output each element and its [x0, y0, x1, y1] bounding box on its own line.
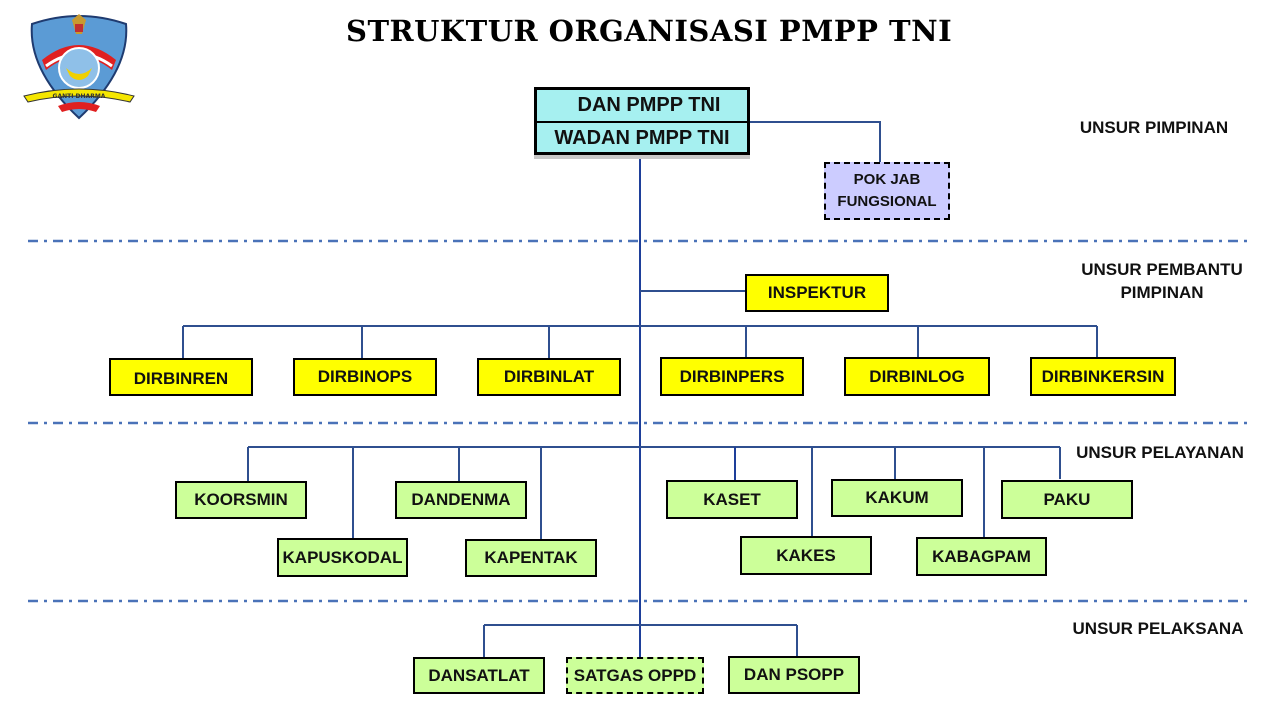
level-label-pelaksana: UNSUR PELAKSANA: [1072, 619, 1244, 638]
functional-connector: [750, 121, 881, 163]
level-dividers: [28, 239, 1248, 603]
executor-box-satgas-oppd[interactable]: SATGAS OPPD: [566, 657, 704, 694]
directorate-box-dirbinkersin[interactable]: DIRBINKERSIN: [1030, 357, 1176, 396]
service-box-kaset[interactable]: KASET: [666, 480, 798, 519]
service-box-dandenma[interactable]: DANDENMA: [395, 481, 527, 519]
service-box-paku[interactable]: PAKU: [1001, 480, 1133, 519]
level-label-pembantu-line2: PIMPINAN: [1120, 283, 1204, 302]
commander-label: DAN PMPP TNI: [537, 90, 747, 123]
service-box-kabagpam[interactable]: KABAGPAM: [916, 537, 1047, 576]
service-box-kapuskodal[interactable]: KAPUSKODAL: [277, 538, 408, 577]
pmpp-logo: GANTI DHARMA: [22, 10, 136, 122]
functional-line2: FUNGSIONAL: [837, 193, 937, 210]
service-box-kakum[interactable]: KAKUM: [831, 479, 963, 517]
inspector-box[interactable]: INSPEKTUR: [745, 274, 889, 312]
executor-box-dansatlat[interactable]: DANSATLAT: [413, 657, 545, 694]
service-box-kakes[interactable]: KAKES: [740, 536, 872, 575]
functional-line1: POK JAB: [853, 171, 921, 188]
level-label-pimpinan: UNSUR PIMPINAN: [1079, 118, 1229, 137]
deputy-commander-label: WADAN PMPP TNI: [554, 127, 730, 149]
directorate-box-dirbinlog[interactable]: DIRBINLOG: [844, 357, 990, 396]
logo-ribbon-text: GANTI DHARMA: [53, 93, 106, 100]
directorate-box-dirbinpers[interactable]: DIRBINPERS: [660, 357, 804, 396]
level-label-pembantu: UNSUR PEMBANTU PIMPINAN: [1068, 258, 1256, 304]
executor-box-dan-psopp[interactable]: DAN PSOPP: [728, 656, 860, 694]
directorate-box-dirbinops[interactable]: DIRBINOPS: [293, 358, 437, 396]
level-label-pembantu-line1: UNSUR PEMBANTU: [1081, 260, 1243, 279]
level-label-pelayanan: UNSUR PELAYANAN: [1076, 443, 1244, 462]
functional-group-box[interactable]: POK JAB FUNGSIONAL: [824, 162, 950, 220]
service-box-koorsmin[interactable]: KOORSMIN: [175, 481, 307, 519]
directorate-box-dirbinren[interactable]: DIRBINREN: [109, 358, 253, 396]
leadership-box[interactable]: DAN PMPP TNI WADAN PMPP TNI: [534, 87, 750, 155]
page-title: STRUKTUR ORGANISASI PMPP TNI: [346, 14, 953, 48]
directorate-box-dirbinlat[interactable]: DIRBINLAT: [477, 358, 621, 396]
shield-emblem-icon: GANTI DHARMA: [23, 14, 135, 120]
service-box-kapentak[interactable]: KAPENTAK: [465, 539, 597, 577]
